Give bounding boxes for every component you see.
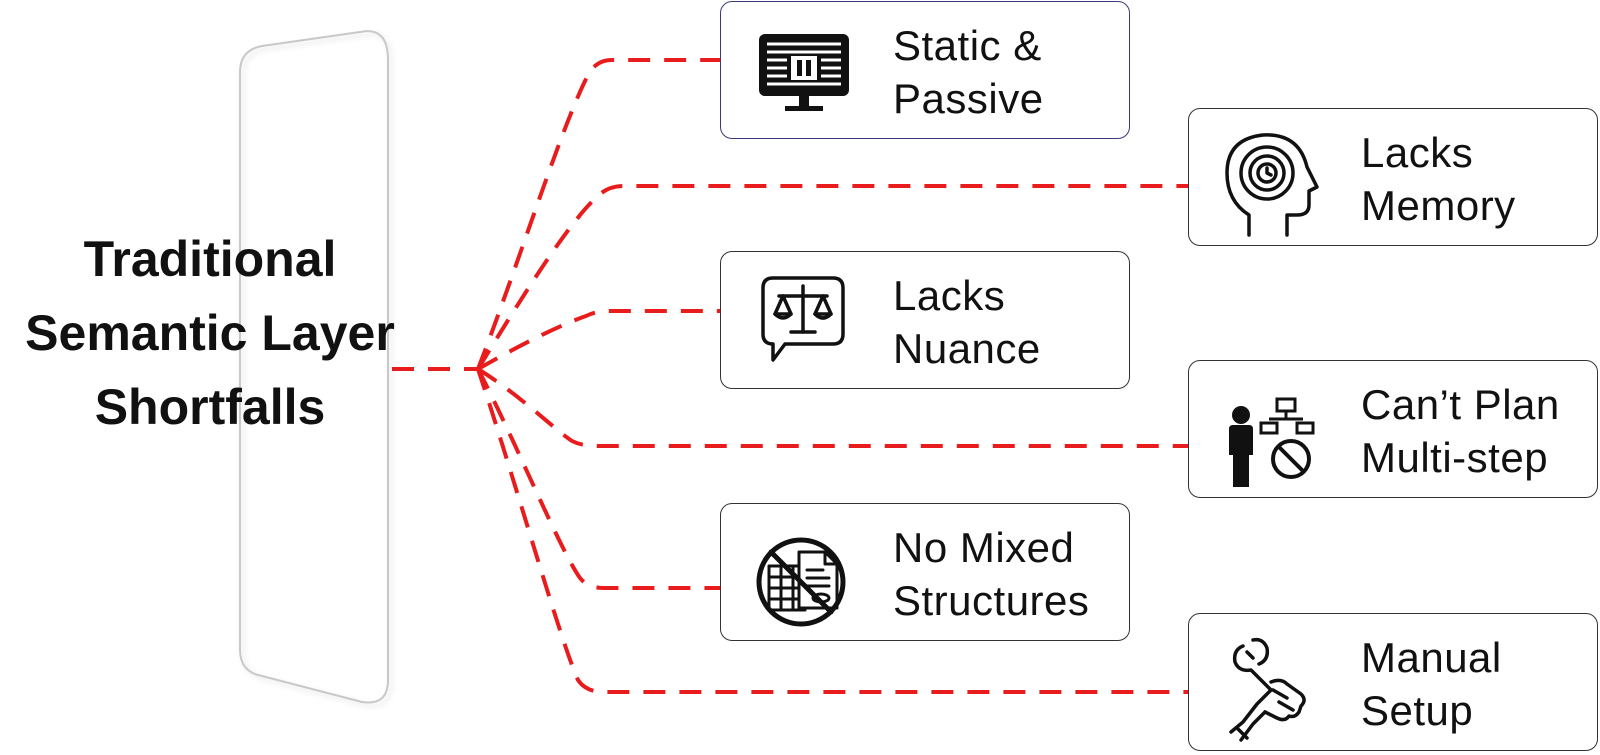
card-lacks-nuance: Lacks Nuance (720, 251, 1130, 389)
connector-lacks-nuance (477, 309, 720, 371)
paused-monitor-icon (745, 20, 855, 120)
card-cant-plan: Can’t Plan Multi-step (1188, 360, 1598, 498)
title-line-2: Semantic Layer (25, 305, 395, 361)
card-label: Static & Passive (893, 22, 1044, 122)
card-lacks-memory: Lacks Memory (1188, 108, 1598, 246)
title-line-1: Traditional (83, 231, 337, 287)
connector-cant-plan (476, 367, 1188, 448)
card-label: Lacks Memory (1361, 129, 1516, 229)
person-flowchart-blocked-icon (1213, 379, 1323, 487)
diagram-title: Traditional Semantic Layer Shortfalls (0, 222, 420, 444)
card-label: Manual Setup (1361, 634, 1502, 734)
card-label: Can’t Plan Multi-step (1361, 381, 1560, 481)
title-line-3: Shortfalls (94, 379, 326, 435)
no-mixed-documents-icon (745, 522, 855, 627)
card-no-mixed: No Mixed Structures (720, 503, 1130, 641)
head-memory-icon (1213, 127, 1323, 237)
balance-scale-chat-icon (745, 270, 855, 370)
card-label: Lacks Nuance (893, 272, 1041, 372)
connector-lacks-memory (476, 184, 1188, 371)
title-panel (239, 30, 389, 704)
connector-manual-setup (476, 368, 1188, 694)
card-label: No Mixed Structures (893, 524, 1090, 624)
connector-static-passive (476, 58, 720, 370)
card-manual-setup: Manual Setup (1188, 613, 1598, 751)
card-static-passive: Static & Passive (720, 1, 1130, 139)
hand-wrench-icon (1213, 632, 1323, 742)
